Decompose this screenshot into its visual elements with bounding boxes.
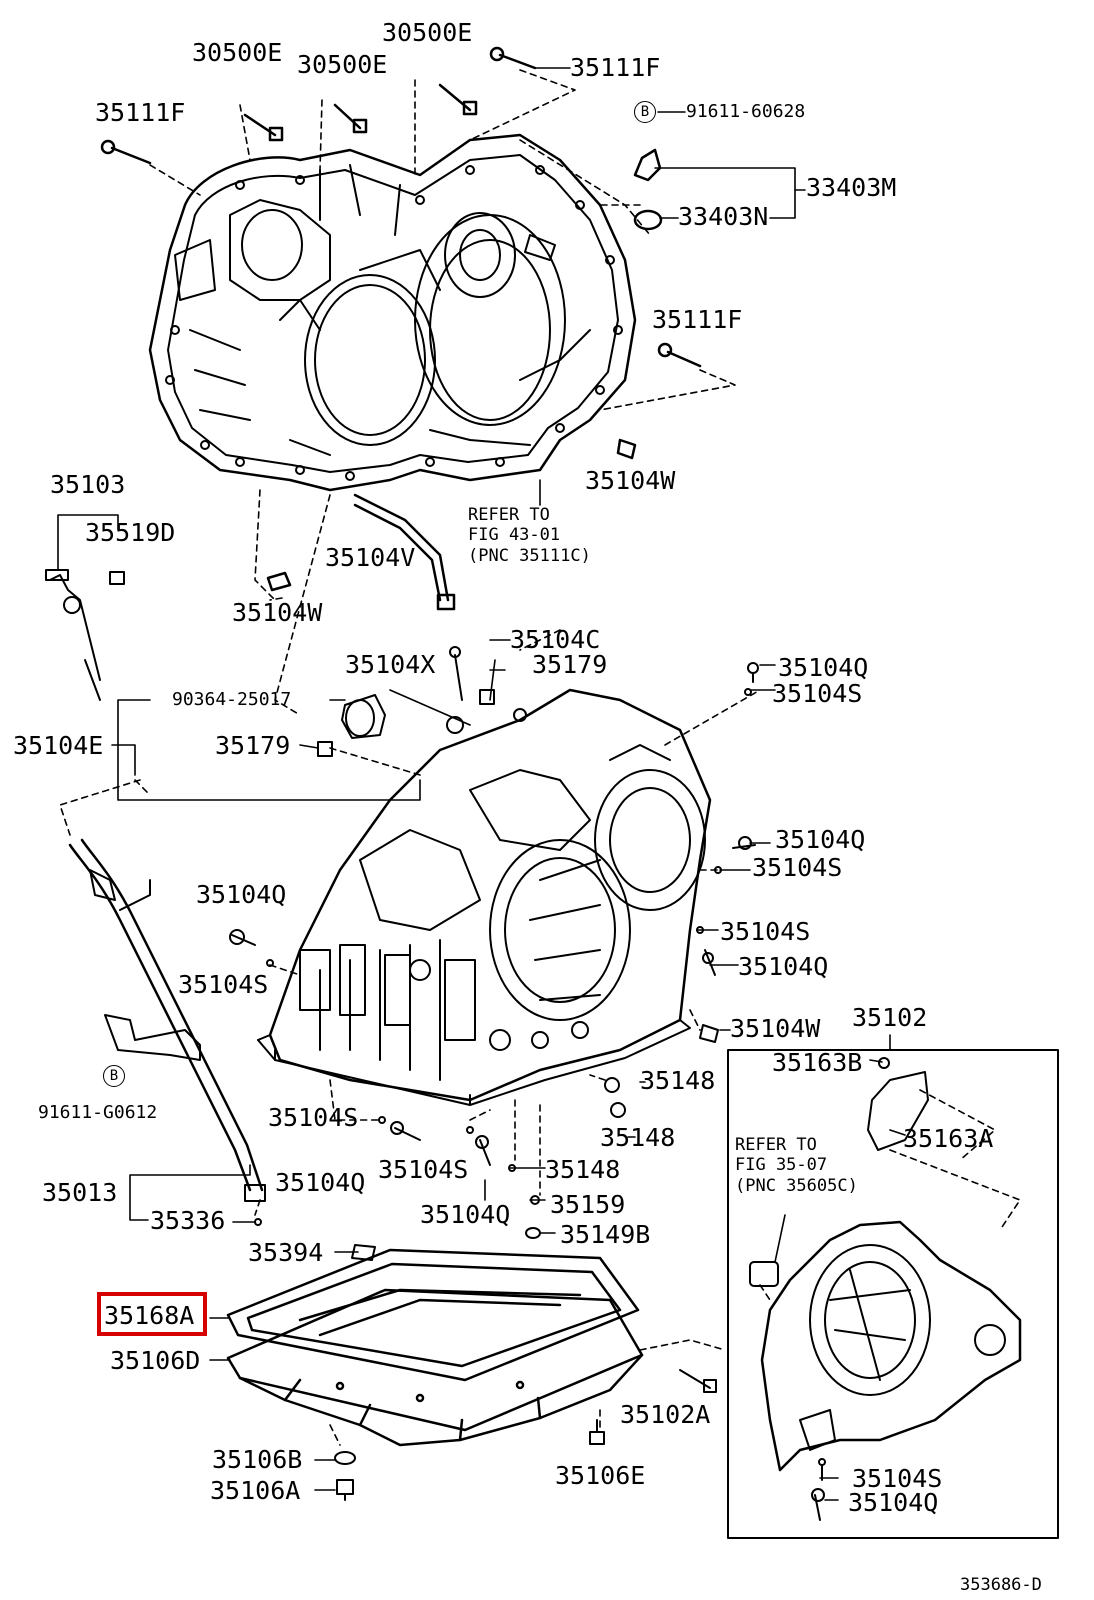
marker-b-icon: B [103, 1065, 125, 1087]
part-label-35102[interactable]: 35102 [852, 1003, 928, 1032]
part-label-35104q[interactable]: 35104Q [738, 952, 829, 981]
part-label-35104q[interactable]: 35104Q [775, 825, 866, 854]
marker-b-icon: B [634, 101, 656, 123]
part-label-35104x[interactable]: 35104X [345, 650, 436, 679]
part-label-90364-25017[interactable]: 90364-25017 [172, 689, 292, 710]
part-label-35104s[interactable]: 35104S [178, 970, 269, 999]
transaxle-case-illustration [148, 133, 637, 492]
oil-pan-gasket [226, 1248, 640, 1382]
part-label-35163a[interactable]: 35163A [903, 1124, 994, 1153]
part-label-35394[interactable]: 35394 [248, 1238, 324, 1267]
part-label-35104q[interactable]: 35104Q [778, 653, 869, 682]
highlight-box [97, 1292, 207, 1336]
part-label-35104s[interactable]: 35104S [752, 853, 843, 882]
part-label-35106a[interactable]: 35106A [210, 1476, 301, 1505]
oil-pan [226, 1288, 644, 1447]
part-label-35104s[interactable]: 35104S [852, 1464, 943, 1493]
part-label-35104c[interactable]: 35104C [510, 625, 601, 654]
part-label-35103[interactable]: 35103 [50, 470, 126, 499]
part-label-30500e[interactable]: 30500E [382, 18, 473, 47]
part-label-91611-60628[interactable]: 91611-60628 [686, 101, 806, 122]
part-label-35148[interactable]: 35148 [600, 1123, 676, 1152]
pan-hardware [334, 1369, 717, 1501]
part-label-30500e[interactable]: 30500E [297, 50, 388, 79]
figure-id: 353686-D [960, 1575, 1042, 1595]
small-parts-mid [109, 571, 759, 1261]
transaxle-body-illustration [257, 688, 712, 1106]
part-label-35148[interactable]: 35148 [640, 1066, 716, 1095]
part-label-35104w[interactable]: 35104W [585, 466, 676, 495]
part-label-35163b[interactable]: 35163B [772, 1048, 863, 1077]
refer-to-fig-43-01[interactable]: REFER TO FIG 43-01 (PNC 35111C) [468, 505, 591, 566]
breather-hose [353, 493, 456, 611]
part-label-35159[interactable]: 35159 [550, 1190, 626, 1219]
leader-lines [57, 67, 906, 1501]
part-label-35104q[interactable]: 35104Q [275, 1168, 366, 1197]
part-label-35168a[interactable]: 35168A [104, 1301, 195, 1330]
part-label-35104s[interactable]: 35104S [378, 1155, 469, 1184]
guide-lines-top [59, 69, 736, 836]
part-label-35104w[interactable]: 35104W [232, 598, 323, 627]
part-label-35013[interactable]: 35013 [42, 1178, 118, 1207]
part-label-35104s[interactable]: 35104S [720, 917, 811, 946]
part-label-35179[interactable]: 35179 [532, 650, 608, 679]
part-label-91611-g0612[interactable]: 91611-G0612 [38, 1102, 158, 1123]
dipstick-assembly [45, 569, 266, 1202]
part-label-35111f[interactable]: 35111F [570, 53, 661, 82]
part-label-35519d[interactable]: 35519D [85, 518, 176, 547]
part-label-35104v[interactable]: 35104V [325, 543, 416, 572]
part-label-35102a[interactable]: 35102A [620, 1400, 711, 1429]
part-label-35104w[interactable]: 35104W [730, 1014, 821, 1043]
inset-box [727, 1049, 1059, 1539]
part-label-35111f[interactable]: 35111F [652, 305, 743, 334]
part-label-35149b[interactable]: 35149B [560, 1220, 651, 1249]
part-label-35111f[interactable]: 35111F [95, 98, 186, 127]
part-label-33403n[interactable]: 33403N [678, 202, 769, 231]
part-label-35336[interactable]: 35336 [150, 1206, 226, 1235]
part-label-35104q[interactable]: 35104Q [420, 1200, 511, 1229]
bolts-top [100, 46, 702, 592]
refer-to-fig-35-07[interactable]: REFER TO FIG 35-07 (PNC 35605C) [735, 1135, 858, 1196]
part-label-35104s[interactable]: 35104S [772, 679, 863, 708]
part-label-35148[interactable]: 35148 [545, 1155, 621, 1184]
part-label-35106d[interactable]: 35106D [110, 1346, 201, 1375]
part-label-35104q[interactable]: 35104Q [196, 880, 287, 909]
part-label-35104s[interactable]: 35104S [268, 1103, 359, 1132]
part-label-35104q[interactable]: 35104Q [848, 1488, 939, 1517]
part-label-30500e[interactable]: 30500E [192, 38, 283, 67]
part-label-33403m[interactable]: 33403M [806, 173, 897, 202]
part-label-35106e[interactable]: 35106E [555, 1461, 646, 1490]
part-label-35179[interactable]: 35179 [215, 731, 291, 760]
part-label-35106b[interactable]: 35106B [212, 1445, 303, 1474]
part-label-35104e[interactable]: 35104E [13, 731, 104, 760]
guide-lines-mid [134, 689, 761, 1446]
